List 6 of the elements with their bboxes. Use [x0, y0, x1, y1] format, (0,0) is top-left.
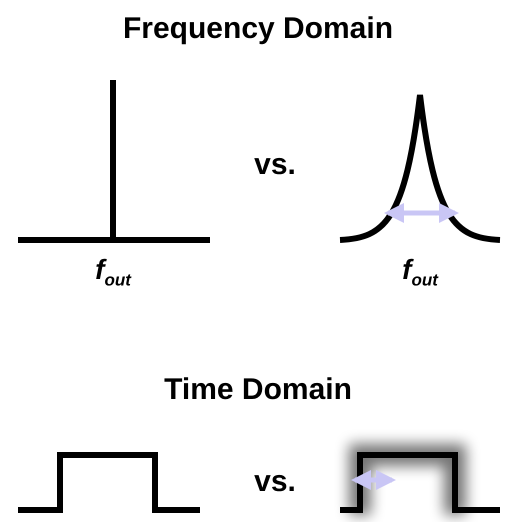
- frequency-label: f$_{out}$: [402, 254, 438, 291]
- heading: Frequency Domain: [122, 12, 394, 46]
- frequency-label: f$_{out}$: [95, 254, 131, 291]
- heading: Time Domain: [164, 373, 352, 407]
- comparison-label: vs.: [254, 148, 296, 182]
- comparison-label: vs.: [254, 465, 296, 499]
